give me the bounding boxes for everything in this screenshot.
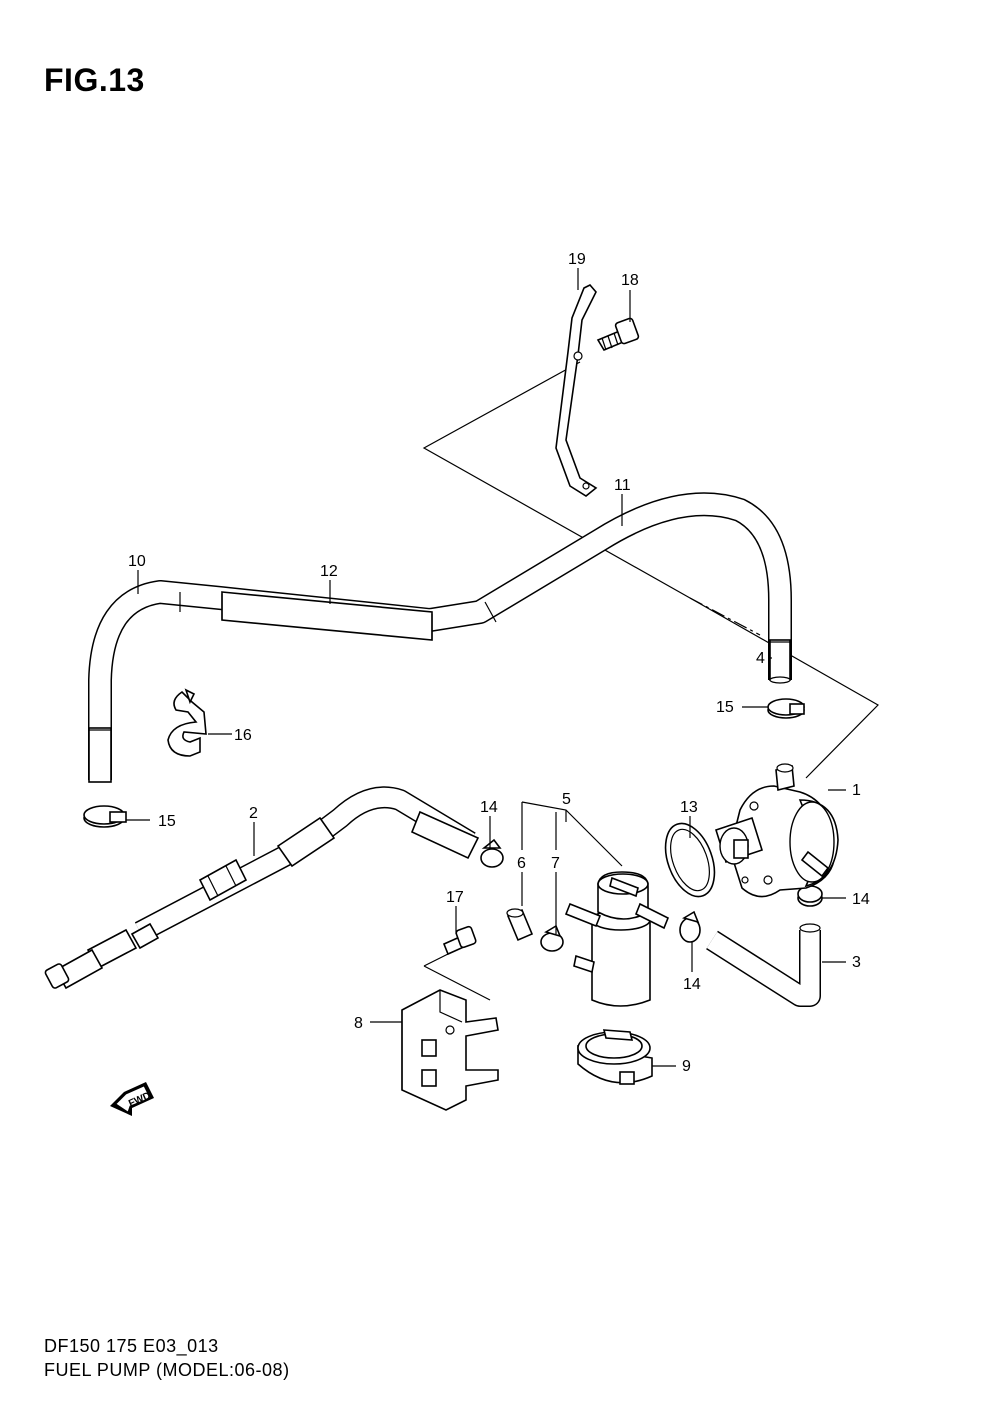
callout-18: 18 — [621, 272, 639, 289]
callout-6: 6 — [517, 855, 526, 872]
hose-clamp-part-15-lower — [83, 805, 127, 828]
callout-7: 7 — [551, 855, 560, 872]
callout-12: 12 — [320, 563, 338, 580]
callout-labels: 19 18 11 10 12 4 15 16 15 2 14 5 6 7 13 … — [128, 251, 870, 1075]
hose-clamp-part-15-upper — [767, 698, 805, 719]
mounting-bracket-part-8 — [401, 989, 499, 1111]
callout-4: 4 — [756, 650, 765, 667]
callout-15-lower: 15 — [158, 813, 176, 830]
callout-2: 2 — [249, 805, 258, 822]
callout-3: 3 — [852, 954, 861, 971]
callout-8: 8 — [354, 1015, 363, 1032]
callout-14-left: 14 — [480, 799, 498, 816]
callout-9: 9 — [682, 1058, 691, 1075]
lower-fuel-hose-part-2 — [44, 786, 480, 990]
filter-bracket-ring-part-9 — [577, 1029, 653, 1085]
diagram-title: FUEL PUMP (MODEL:06-08) — [44, 1360, 290, 1380]
callout-13: 13 — [680, 799, 698, 816]
bracket-arm-part — [555, 284, 598, 497]
bolt-part-18 — [596, 317, 640, 352]
model-code: DF150 175 E03_013 — [44, 1336, 219, 1356]
callout-10: 10 — [128, 553, 146, 570]
hose-clip-part-16 — [167, 688, 207, 757]
callout-15-upper: 15 — [716, 699, 734, 716]
callout-14-right: 14 — [852, 891, 870, 908]
figure-title: FIG.13 — [44, 62, 145, 98]
hose-clamp-part-14-left — [480, 838, 504, 868]
callout-leader-lines — [126, 268, 846, 1067]
fuel-filter-part-5 — [564, 871, 670, 1007]
o-ring-gasket-part-13 — [664, 822, 716, 898]
sleeve-part-6 — [506, 908, 534, 942]
fuel-pump-part-1 — [715, 763, 839, 898]
hose-clamp-part-7 — [540, 924, 564, 952]
hose-clamp-part-14-center — [679, 910, 701, 943]
callout-17: 17 — [446, 889, 464, 906]
upper-fuel-hose — [88, 492, 792, 783]
callout-16: 16 — [234, 727, 252, 744]
callout-11: 11 — [614, 477, 631, 494]
callout-1: 1 — [852, 782, 861, 799]
callout-14-center: 14 — [683, 976, 701, 993]
screw-part-17 — [442, 925, 477, 956]
hose-clamp-part-14-right — [797, 885, 823, 907]
l-shaped-hose-part-3 — [706, 923, 821, 1007]
callout-5: 5 — [562, 791, 571, 808]
forward-direction-arrow: FWD — [110, 1082, 154, 1116]
callout-19: 19 — [568, 251, 586, 268]
